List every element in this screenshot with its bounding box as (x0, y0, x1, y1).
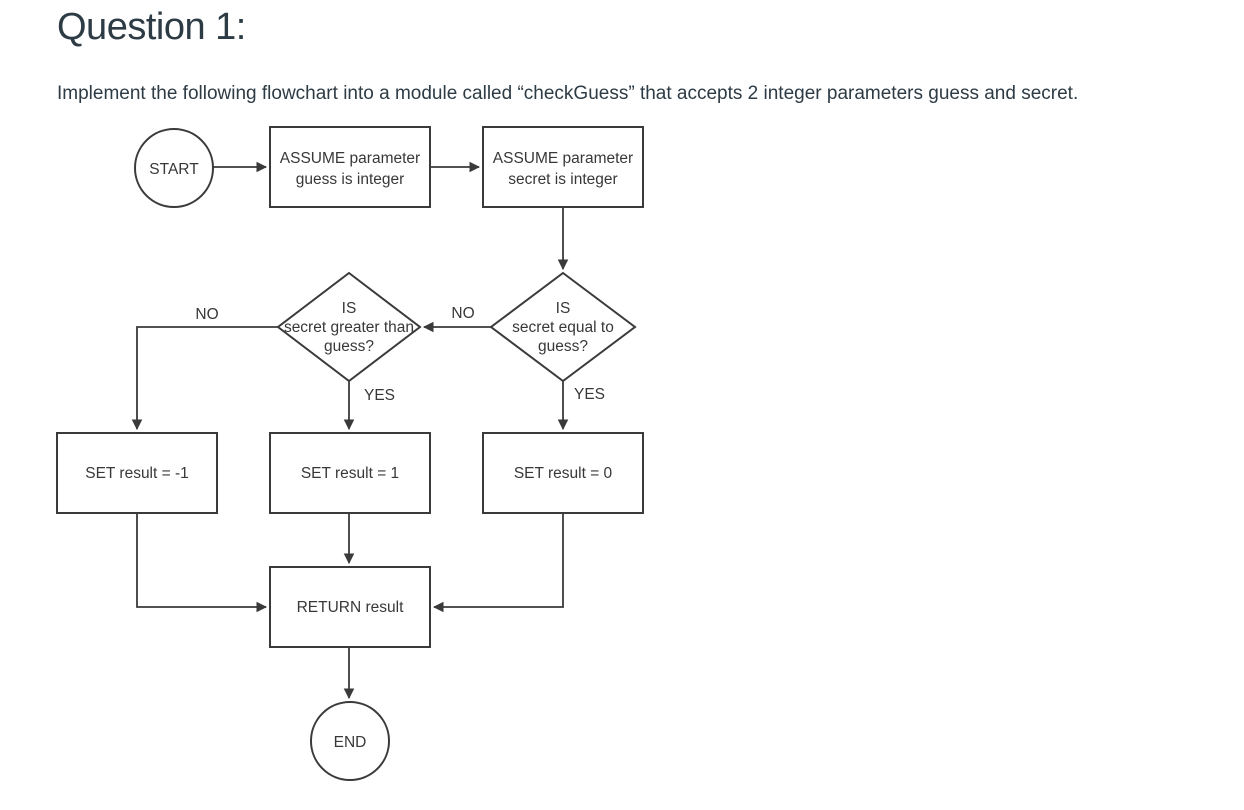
node-start: START (134, 128, 214, 208)
node-decision-is-greater: IS secret greater than guess? (276, 271, 422, 383)
set-result-0-label: SET result = 0 (514, 465, 613, 482)
page-title: Question 1: (57, 6, 246, 48)
edge-label-greater-yes: YES (364, 387, 395, 404)
is-greater-line2: secret greater than (284, 319, 414, 336)
node-assume-secret: ASSUME parameter secret is integer (482, 126, 644, 208)
return-result-box (269, 566, 431, 648)
set-result-0-box (482, 432, 644, 514)
start-circle (134, 128, 214, 208)
node-assume-guess: ASSUME parameter guess is integer (269, 126, 431, 208)
end-label: END (334, 734, 367, 751)
assume-guess-box (269, 126, 431, 208)
set-result-neg1-label: SET result = -1 (85, 465, 189, 482)
return-result-label: RETURN result (297, 599, 404, 616)
edge-label-equal-yes: YES (574, 386, 605, 403)
is-greater-line1: IS (342, 300, 357, 317)
assume-secret-line2: secret is integer (508, 171, 617, 188)
node-decision-is-equal: IS secret equal to guess? (489, 271, 637, 383)
assume-secret-line1: ASSUME parameter (493, 150, 633, 167)
is-greater-line3: guess? (324, 338, 374, 355)
edge-label-greater-no: NO (195, 306, 218, 323)
edge-label-equal-no: NO (451, 305, 474, 322)
edge-set0-to-return (432, 513, 564, 613)
is-equal-line3: guess? (538, 338, 588, 355)
set-result-neg1-box (56, 432, 218, 514)
node-end: END (310, 701, 390, 781)
is-greater-diamond (276, 271, 422, 383)
assume-secret-box (482, 126, 644, 208)
edge-is-greater-no-to-set-neg1 (131, 326, 278, 431)
start-label: START (149, 161, 199, 178)
node-set-result-0: SET result = 0 (482, 432, 644, 514)
edge-set-neg1-to-return (136, 513, 268, 613)
assume-guess-line2: guess is integer (296, 171, 405, 188)
set-result-1-box (269, 432, 431, 514)
is-equal-diamond (489, 271, 637, 383)
set-result-1-label: SET result = 1 (301, 465, 399, 482)
node-set-result-1: SET result = 1 (269, 432, 431, 514)
assume-guess-line1: ASSUME parameter (280, 150, 420, 167)
is-equal-line1: IS (556, 300, 571, 317)
flowchart-edge-labels: NO NO YES YES (195, 305, 605, 404)
question-description: Implement the following flowchart into a… (57, 83, 1079, 104)
is-equal-line2: secret equal to (512, 319, 614, 336)
node-return-result: RETURN result (269, 566, 431, 648)
node-set-result-neg1: SET result = -1 (56, 432, 218, 514)
end-circle (310, 701, 390, 781)
flowchart-edges (131, 161, 569, 700)
